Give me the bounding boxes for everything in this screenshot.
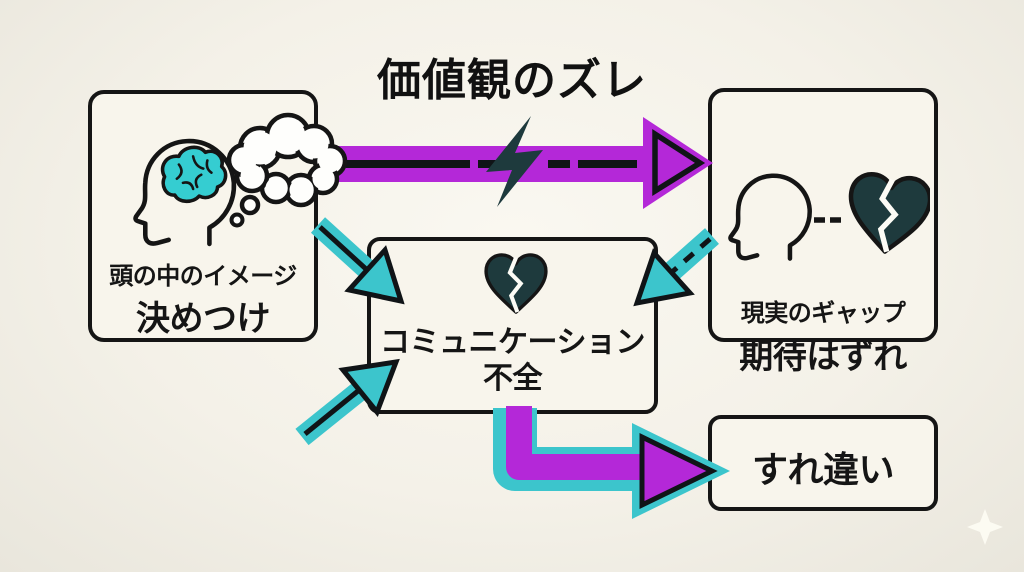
- broken-heart-icon: [484, 253, 548, 314]
- sparkle-icon: [967, 509, 1003, 545]
- right-box-label: 期待はずれ: [739, 338, 907, 376]
- result-box-label: すれ違い: [751, 449, 895, 490]
- left-box-caption: 頭の中のイメージ: [109, 263, 297, 290]
- lightning-bolt-icon: [486, 116, 543, 207]
- head-profile-icon: [728, 173, 812, 261]
- values-gap-arrow: [332, 116, 713, 209]
- center-box-communication: コミュニケーション 不全: [367, 237, 658, 414]
- head-with-brain-icon: [133, 138, 237, 247]
- right-box-caption: 現実のギャップ: [740, 300, 906, 327]
- result-box: すれ違い: [708, 415, 938, 511]
- right-box-reality: 現実のギャップ 期待はずれ: [708, 88, 938, 376]
- center-box-label: 不全: [483, 362, 543, 395]
- broken-heart-icon: [848, 172, 930, 254]
- left-box-label: 決めつけ: [136, 300, 271, 338]
- diagram-title: 価値観のズレ: [377, 56, 647, 105]
- left-box-assumption: 頭の中のイメージ 決めつけ: [88, 90, 318, 342]
- center-box-caption: コミュニケーション: [380, 326, 645, 359]
- head-broken-heart-icon: [728, 172, 930, 261]
- misunderstanding-arrow: [493, 406, 730, 519]
